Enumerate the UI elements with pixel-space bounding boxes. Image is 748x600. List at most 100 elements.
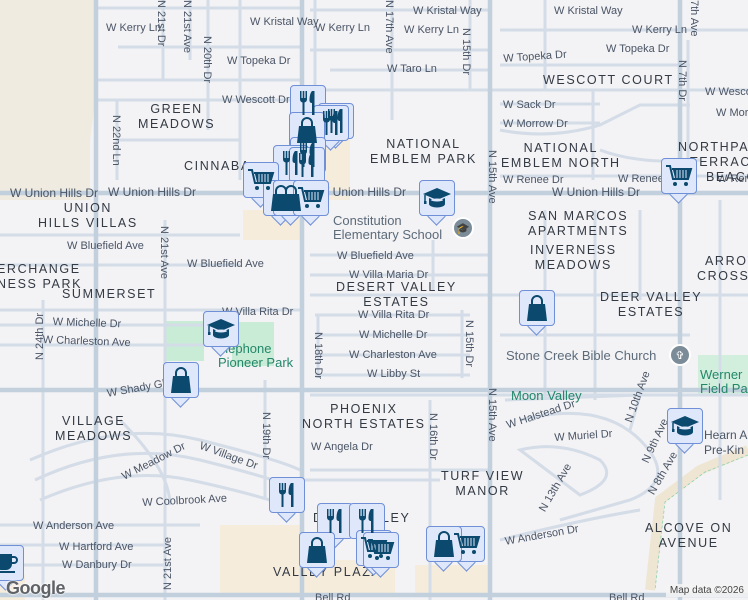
street-label: W Renee Dr: [503, 174, 564, 186]
street-label: N 15th Ave: [486, 150, 498, 204]
school-marker-icon[interactable]: 🎓: [452, 217, 474, 239]
grocery-pin[interactable]: [293, 180, 329, 226]
street-label: W Wescott: [705, 86, 748, 98]
restaurant-icon: [269, 477, 305, 513]
grocery-icon: [661, 158, 697, 194]
shopping-icon: [426, 526, 462, 562]
street-label: W Bluefield Ave: [337, 250, 414, 262]
street-label: N 19th Dr: [260, 412, 272, 460]
street-label: W Anderson Ave: [33, 520, 115, 532]
street-label: W Topeka Dr: [606, 43, 670, 55]
street-label: W Kristal Way: [413, 5, 482, 17]
street-label: N 20th Dr: [201, 36, 213, 84]
grocery-icon: [363, 532, 399, 568]
poi-label-constitution-elementary[interactable]: Constitution Elementary School: [333, 213, 443, 242]
street-label: W Kristal Way: [250, 16, 319, 28]
street-label: N 15th Dr: [460, 28, 472, 76]
street-label: W Union Hills Dr: [318, 185, 407, 199]
street-label: W Mor: [716, 107, 748, 119]
street-label: Bell Rd: [315, 592, 351, 600]
school-pin[interactable]: [667, 408, 703, 454]
church-marker-icon[interactable]: ✞: [669, 344, 691, 366]
school-icon: [419, 180, 455, 216]
poi-label-moon-valley[interactable]: Moon Valley: [511, 388, 582, 403]
street-label: N 22nd Ln: [110, 115, 122, 166]
neighborhood-deer-valley-plaza-fragment: LEY: [382, 511, 411, 525]
restaurant-pin[interactable]: [269, 477, 305, 523]
cafe-icon: [0, 545, 24, 581]
street-label: N 15th Ave: [486, 388, 498, 442]
neighborhood-valley-plaza: VALLEY PLAZA: [273, 565, 382, 579]
street-label: W Union Hills Dr: [10, 186, 99, 200]
street-label: W Kerry Ln: [404, 24, 460, 36]
street-label: N 21st Ave: [181, 0, 193, 53]
street-label: W Villa Maria Dr: [349, 269, 429, 281]
street-label: W Taro Ln: [387, 63, 437, 75]
street-label: W Hartford Ave: [59, 541, 134, 553]
street-label: W Kerry Ln: [106, 22, 162, 34]
street-label: W Wescott Dr: [222, 94, 290, 106]
street-label: N 24th Dr: [34, 312, 46, 360]
street-label: N 18th Dr: [312, 332, 324, 380]
street-label: N 21st Ave: [158, 226, 170, 279]
street-label: W Renee: [618, 173, 664, 185]
grocery-pin[interactable]: [661, 158, 697, 204]
street-label: W Union Hills Dr: [108, 185, 197, 199]
neighborhood-arroyo-crossing: ARROYCROSSI: [697, 254, 748, 283]
shopping-pin[interactable]: [519, 290, 555, 336]
shopping-pin[interactable]: [426, 526, 462, 572]
grocery-pin[interactable]: [363, 532, 399, 578]
street-label: W Kerry Ln: [632, 24, 688, 36]
shopping-icon: [299, 532, 335, 568]
poi-label-stone-creek-bible-church[interactable]: Stone Creek Bible Church: [506, 348, 657, 363]
street-label: N 7th Dr: [676, 60, 688, 101]
street-label: W Villa Rita Dr: [358, 309, 430, 321]
street-label: W Angela Dr: [311, 441, 373, 453]
neighborhood-wescott-court: WESCOTT COURT: [543, 73, 674, 87]
street-label: W Bluefield Ave: [67, 240, 144, 252]
google-logo: Google: [6, 578, 66, 598]
shopping-pin[interactable]: [163, 362, 199, 408]
shopping-pin[interactable]: [299, 532, 335, 578]
street-label: W Renee: [717, 173, 748, 185]
street-label: 7th Ave: [688, 0, 700, 37]
street-label: N 15th Dr: [463, 320, 475, 368]
street-label: W Sack Dr: [503, 99, 556, 111]
school-pin[interactable]: [419, 180, 455, 226]
street-label: W Union Hills Dr: [552, 185, 641, 199]
map-attribution[interactable]: Map data ©2026: [665, 584, 748, 597]
street-label: N 17th Ave: [383, 0, 395, 54]
school-icon: [667, 408, 703, 444]
street-label: W Libby St: [367, 368, 421, 380]
street-label: W Kerry Ln: [315, 22, 371, 34]
street-label: N 21st Ave: [162, 537, 174, 590]
street-label: W Michelle Dr: [359, 329, 428, 341]
neighborhood-cinnabar: CINNABA: [184, 159, 251, 173]
street-label: N 16th Dr: [427, 413, 439, 461]
street-label: W Charleston Ave: [349, 349, 437, 361]
street-label: W Topeka Dr: [227, 55, 291, 67]
shopping-icon: [163, 362, 199, 398]
street-label: W Danbury Dr: [62, 559, 132, 571]
school-pin[interactable]: [203, 311, 239, 357]
street-label: N 21st Dr: [155, 0, 167, 47]
cafe-pin[interactable]: [0, 545, 24, 591]
street-label: W Kristal Way: [554, 5, 623, 17]
street-label: W Villa Rita Dr: [222, 306, 294, 318]
school-icon: [203, 311, 239, 347]
